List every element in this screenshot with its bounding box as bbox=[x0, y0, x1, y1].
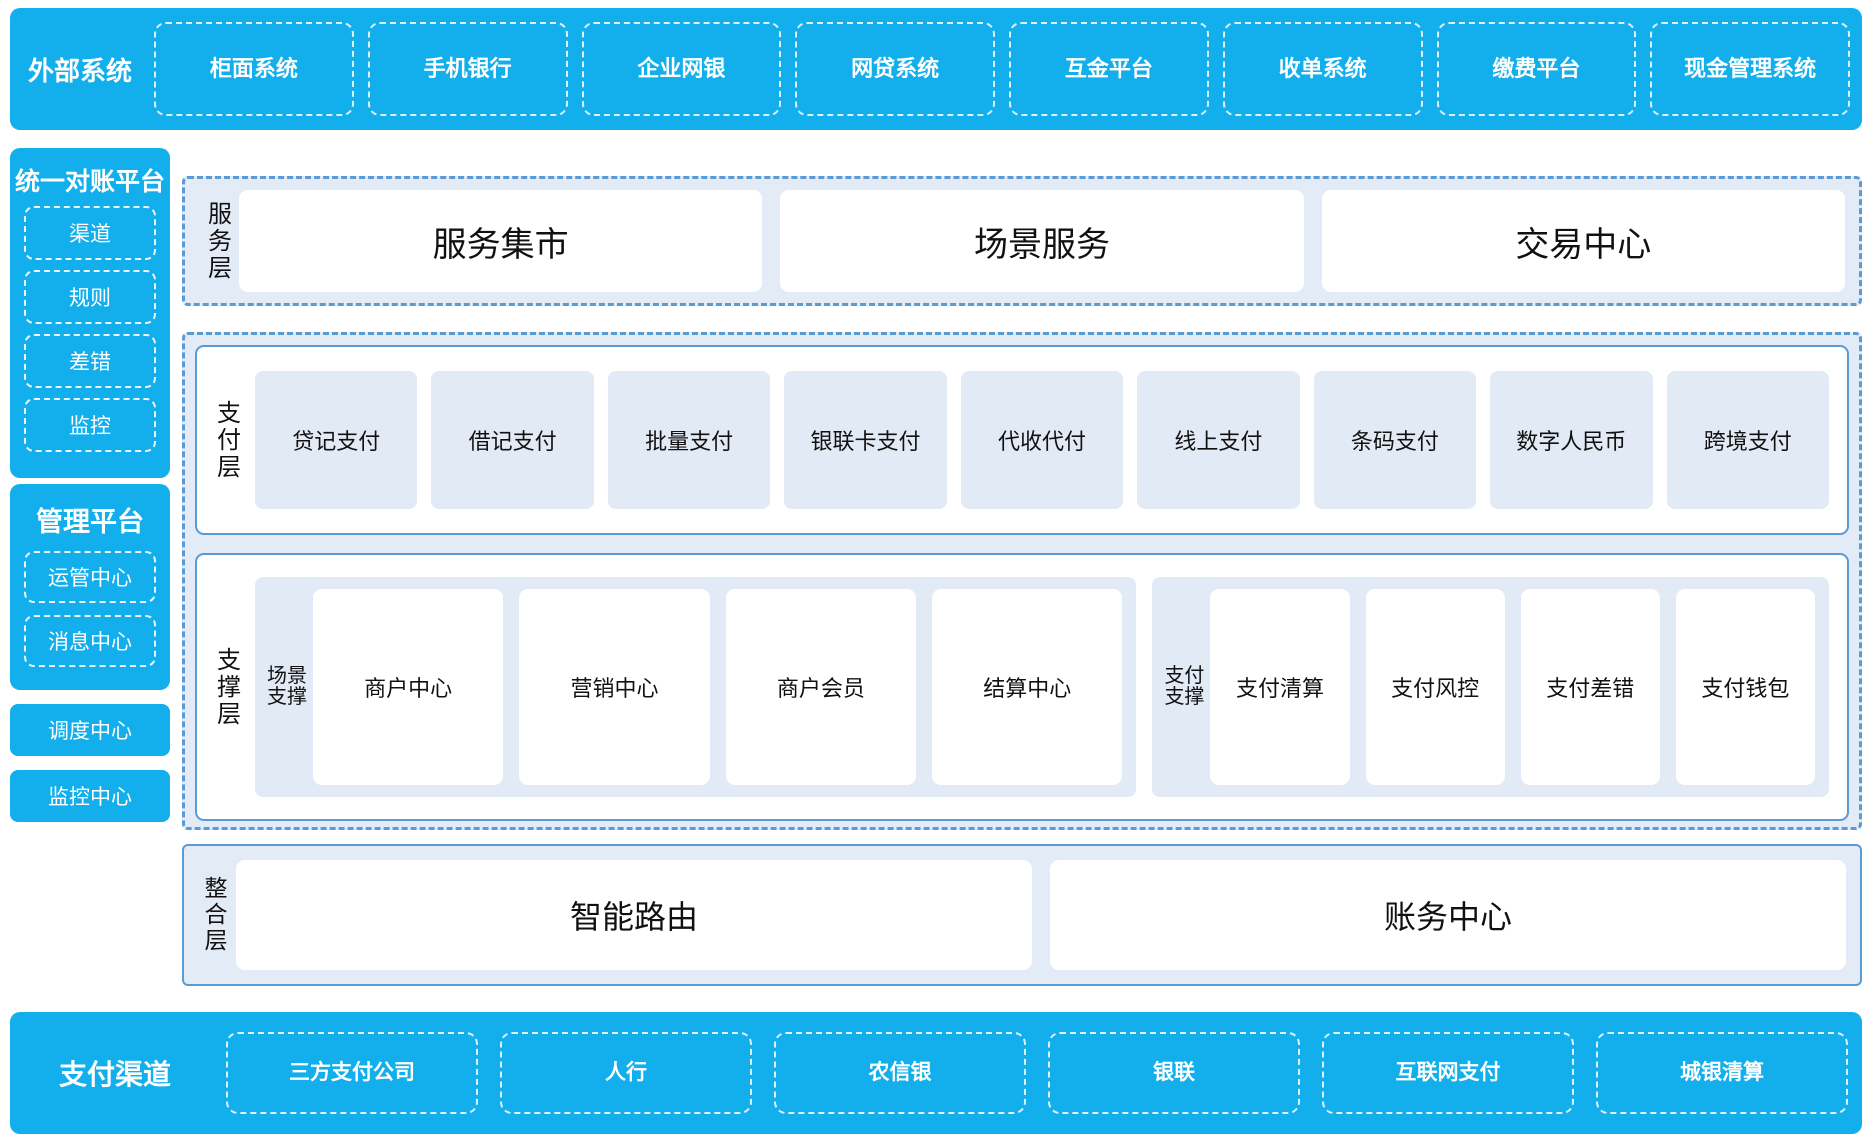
support-group-payment-cards: 支付清算 支付风控 支付差错 支付钱包 bbox=[1210, 589, 1815, 785]
external-system-item[interactable]: 柜面系统 bbox=[154, 22, 354, 116]
payment-channel-item[interactable]: 人行 bbox=[500, 1032, 752, 1114]
support-layer: 支撑层 场景支撑 商户中心 营销中心 商户会员 结算中心 支付支撑 支付清算 bbox=[195, 553, 1849, 821]
payment-card-batch[interactable]: 批量支付 bbox=[607, 371, 771, 509]
external-system-item[interactable]: 现金管理系统 bbox=[1650, 22, 1850, 116]
integration-layer: 整合层 智能路由 账务中心 bbox=[182, 844, 1862, 986]
service-card-marketplace[interactable]: 服务集市 bbox=[239, 190, 763, 292]
payment-layer: 支付层 贷记支付 借记支付 批量支付 银联卡支付 代收代付 线上支付 条码支付 … bbox=[195, 345, 1849, 535]
support-group-scenario-cards: 商户中心 营销中心 商户会员 结算中心 bbox=[313, 589, 1123, 785]
support-card-merchant-center[interactable]: 商户中心 bbox=[313, 589, 504, 785]
payment-card-credit[interactable]: 贷记支付 bbox=[255, 371, 418, 509]
external-systems-bar: 外部系统 柜面系统 手机银行 企业网银 网贷系统 互金平台 收单系统 缴费平台 … bbox=[10, 8, 1862, 130]
service-layer-cards: 服务集市 场景服务 交易中心 bbox=[239, 187, 1845, 295]
integration-layer-cards: 智能路由 账务中心 bbox=[236, 856, 1846, 974]
support-card-settlement-center[interactable]: 结算中心 bbox=[932, 589, 1123, 785]
support-layer-label: 支撑层 bbox=[212, 646, 240, 728]
sidebar-scheduling-center[interactable]: 调度中心 bbox=[10, 704, 170, 756]
payment-card-online[interactable]: 线上支付 bbox=[1137, 371, 1300, 509]
external-system-item[interactable]: 网贷系统 bbox=[795, 22, 995, 116]
payment-card-barcode[interactable]: 条码支付 bbox=[1313, 371, 1477, 509]
external-system-item[interactable]: 缴费平台 bbox=[1436, 22, 1637, 116]
integration-card-smart-routing[interactable]: 智能路由 bbox=[236, 860, 1032, 970]
support-card-payment-error[interactable]: 支付差错 bbox=[1520, 589, 1660, 785]
payment-channels-items: 三方支付公司 人行 农信银 银联 互联网支付 城银清算 bbox=[220, 1012, 1862, 1134]
service-card-scenario[interactable]: 场景服务 bbox=[780, 190, 1304, 292]
support-layer-groups: 场景支撑 商户中心 营销中心 商户会员 结算中心 支付支撑 支付清算 支付风控 … bbox=[249, 563, 1835, 811]
sidebar-item-message-center[interactable]: 消息中心 bbox=[24, 615, 156, 667]
sidebar-item-rule[interactable]: 规则 bbox=[24, 270, 156, 324]
payment-channel-item[interactable]: 农信银 bbox=[774, 1032, 1026, 1114]
external-systems-items: 柜面系统 手机银行 企业网银 网贷系统 互金平台 收单系统 缴费平台 现金管理系… bbox=[150, 8, 1862, 130]
support-group-scenario: 场景支撑 商户中心 营销中心 商户会员 结算中心 bbox=[255, 577, 1137, 797]
sidebar-item-monitor[interactable]: 监控 bbox=[24, 398, 156, 452]
sidebar-management-title: 管理平台 bbox=[36, 507, 144, 537]
sidebar-monitoring-center[interactable]: 监控中心 bbox=[10, 770, 170, 822]
support-card-merchant-member[interactable]: 商户会员 bbox=[725, 589, 917, 785]
service-layer: 服务层 服务集市 场景服务 交易中心 bbox=[182, 176, 1862, 306]
external-systems-title: 外部系统 bbox=[27, 55, 132, 86]
service-card-transaction-center[interactable]: 交易中心 bbox=[1321, 190, 1845, 292]
sidebar-reconciliation-title: 统一对账平台 bbox=[14, 168, 165, 196]
sidebar-item-error[interactable]: 差错 bbox=[24, 334, 156, 388]
support-card-payment-wallet[interactable]: 支付钱包 bbox=[1675, 589, 1815, 785]
external-system-item[interactable]: 企业网银 bbox=[581, 22, 782, 116]
external-system-item[interactable]: 互金平台 bbox=[1009, 22, 1209, 116]
payment-channel-item[interactable]: 银联 bbox=[1048, 1032, 1300, 1114]
payment-card-unionpay[interactable]: 银联卡支付 bbox=[784, 371, 947, 509]
sidebar-reconciliation-platform: 统一对账平台 渠道 规则 差错 监控 bbox=[10, 148, 170, 478]
payment-channel-item[interactable]: 城银清算 bbox=[1596, 1032, 1848, 1114]
payment-layer-cards: 贷记支付 借记支付 批量支付 银联卡支付 代收代付 线上支付 条码支付 数字人民… bbox=[249, 355, 1835, 525]
external-system-item[interactable]: 收单系统 bbox=[1222, 22, 1423, 116]
support-group-scenario-label: 场景支撑 bbox=[267, 665, 307, 708]
payment-card-digital-rmb[interactable]: 数字人民币 bbox=[1490, 371, 1653, 509]
payment-channel-item[interactable]: 互联网支付 bbox=[1322, 1032, 1574, 1114]
payment-card-debit[interactable]: 借记支付 bbox=[431, 371, 594, 509]
service-layer-label: 服务层 bbox=[203, 200, 231, 282]
payment-channels-title: 支付渠道 bbox=[58, 1059, 171, 1090]
support-group-payment: 支付支撑 支付清算 支付风控 支付差错 支付钱包 bbox=[1152, 577, 1829, 797]
sidebar-management-platform: 管理平台 运管中心 消息中心 bbox=[10, 484, 170, 690]
integration-layer-label: 整合层 bbox=[201, 876, 227, 954]
support-card-marketing-center[interactable]: 营销中心 bbox=[519, 589, 710, 785]
payment-card-collection-payment[interactable]: 代收代付 bbox=[960, 371, 1124, 509]
payment-card-cross-border[interactable]: 跨境支付 bbox=[1666, 371, 1829, 509]
payment-channels-bar: 支付渠道 三方支付公司 人行 农信银 银联 互联网支付 城银清算 bbox=[10, 1012, 1862, 1134]
support-card-payment-risk[interactable]: 支付风控 bbox=[1365, 589, 1505, 785]
sidebar-item-operations-center[interactable]: 运管中心 bbox=[24, 551, 156, 603]
payment-channel-item[interactable]: 三方支付公司 bbox=[226, 1032, 478, 1114]
core-layers-container: 支付层 贷记支付 借记支付 批量支付 银联卡支付 代收代付 线上支付 条码支付 … bbox=[182, 332, 1862, 830]
integration-card-accounting-center[interactable]: 账务中心 bbox=[1050, 860, 1846, 970]
external-system-item[interactable]: 手机银行 bbox=[367, 22, 568, 116]
support-card-payment-clearing[interactable]: 支付清算 bbox=[1210, 589, 1350, 785]
support-group-payment-label: 支付支撑 bbox=[1164, 665, 1205, 708]
sidebar-item-channel[interactable]: 渠道 bbox=[24, 206, 156, 260]
payment-layer-label: 支付层 bbox=[212, 399, 240, 481]
